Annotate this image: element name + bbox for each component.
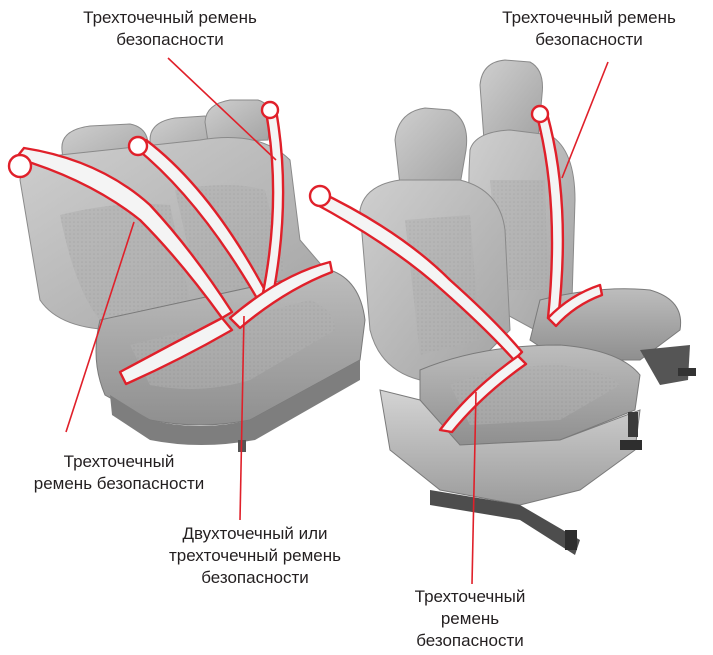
label-line: Трехточечный [380, 586, 560, 608]
label-line: безопасности [465, 29, 713, 51]
belt-anchor-front-right [532, 106, 548, 122]
label-line: Трехточечный ремень [40, 7, 300, 29]
belt-anchor-rear-right [262, 102, 278, 118]
label-line: ремень безопасности [0, 473, 238, 495]
belt-anchor-rear-center [129, 137, 147, 155]
label-line: безопасности [40, 29, 300, 51]
label-line: безопасности [130, 567, 380, 589]
belt-anchor-rear-left [9, 155, 31, 177]
label-line: безопасности [380, 630, 560, 652]
belt-anchor-front-left [310, 186, 330, 206]
front-headrest-right [480, 60, 543, 140]
label-three-point-belt-front: Трехточечный ремень безопасности [380, 586, 560, 652]
label-line: трехточечный ремень [130, 545, 380, 567]
front-headrest-left [395, 108, 467, 185]
rear-headrest-right [205, 100, 270, 142]
label-line: Трехточечный ремень [465, 7, 713, 29]
label-three-point-belt-top-right: Трехточечный ремень безопасности [465, 7, 713, 51]
label-line: Двухточечный или [130, 523, 380, 545]
label-two-or-three-point-belt-center: Двухточечный или трехточечный ремень без… [130, 523, 380, 589]
label-three-point-belt-top-left: Трехточечный ремень безопасности [40, 7, 300, 51]
label-three-point-belt-rear-left: Трехточечный ремень безопасности [0, 451, 238, 495]
leader-top-right [562, 62, 608, 178]
label-line: ремень [380, 608, 560, 630]
label-line: Трехточечный [0, 451, 238, 473]
